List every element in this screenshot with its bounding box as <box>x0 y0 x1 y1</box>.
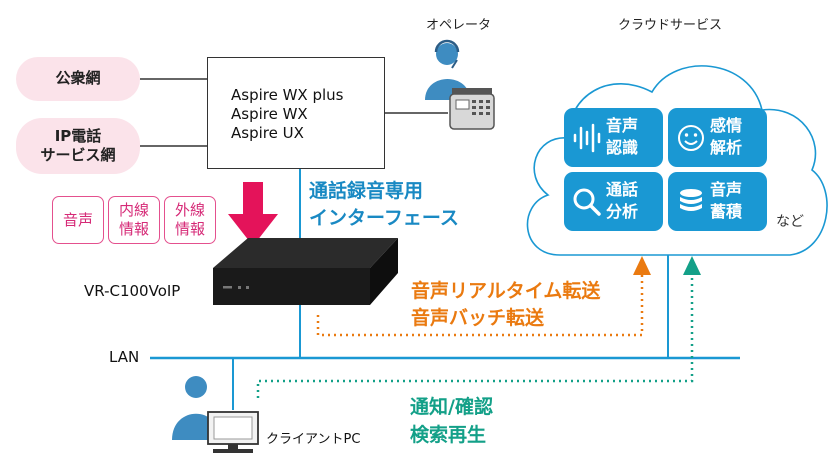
waveform-icon <box>573 123 601 153</box>
cloud-title: クラウドサービス <box>618 18 723 33</box>
smiley-icon <box>678 125 704 151</box>
tile-call-analysis-label: 通話 分析 <box>606 180 639 221</box>
tile-emotion-analysis-label: 感情 解析 <box>710 116 743 157</box>
cloud-etc: など <box>776 214 804 230</box>
ip-phone-network: IP電話 サービス網 <box>16 118 140 174</box>
ip-phone-network-label: IP電話 サービス網 <box>40 126 116 165</box>
client-pc-figure <box>172 376 259 453</box>
badge-voice: 音声 <box>52 196 104 244</box>
recorder-device <box>213 238 398 305</box>
badge-extension-info-label: 内線 情報 <box>118 201 149 238</box>
badge-extension-info: 内線 情報 <box>108 196 160 244</box>
device-label: VR-C100VoIP <box>84 282 181 300</box>
operator-figure <box>425 39 495 130</box>
transfer-label: 音声リアルタイム転送 音声バッチ転送 <box>411 280 601 329</box>
tile-voice-storage-label: 音声 蓄積 <box>710 180 743 221</box>
badge-outside-line-info-label: 外線 情報 <box>174 201 205 238</box>
badge-voice-label: 音声 <box>62 210 93 229</box>
tile-call-analysis: 通話 分析 <box>564 172 663 231</box>
input-arrow-shaft <box>243 182 263 217</box>
tile-speech-recognition: 音声 認識 <box>564 108 663 167</box>
tile-speech-recognition-label: 音声 認識 <box>606 116 639 157</box>
tile-emotion-analysis: 感情 解析 <box>668 108 767 167</box>
public-network: 公衆網 <box>16 57 140 101</box>
client-pc-label: クライアントPC <box>266 432 361 447</box>
notify-path <box>256 272 694 398</box>
transfer-arrow-head <box>633 256 651 275</box>
pbx-box: Aspire WX plus Aspire WX Aspire UX <box>207 57 385 169</box>
pbx-model-1: Aspire WX plus <box>231 86 344 104</box>
input-arrow-head <box>228 214 278 246</box>
magnifier-icon <box>573 188 601 216</box>
notify-arrow-head <box>683 256 701 275</box>
transfer-path <box>316 272 644 337</box>
lan-label: LAN <box>109 348 140 366</box>
pbx-model-3: Aspire UX <box>231 124 304 142</box>
interface-label: 通話録音専用 インターフェース <box>309 180 459 229</box>
public-network-label: 公衆網 <box>55 69 101 88</box>
badge-outside-line-info: 外線 情報 <box>164 196 216 244</box>
notify-label: 通知/確認 検索再生 <box>410 396 493 446</box>
pbx-model-2: Aspire WX <box>231 105 308 123</box>
tile-voice-storage: 音声 蓄積 <box>668 172 767 231</box>
database-icon <box>680 189 702 211</box>
operator-label: オペレータ <box>426 18 492 33</box>
